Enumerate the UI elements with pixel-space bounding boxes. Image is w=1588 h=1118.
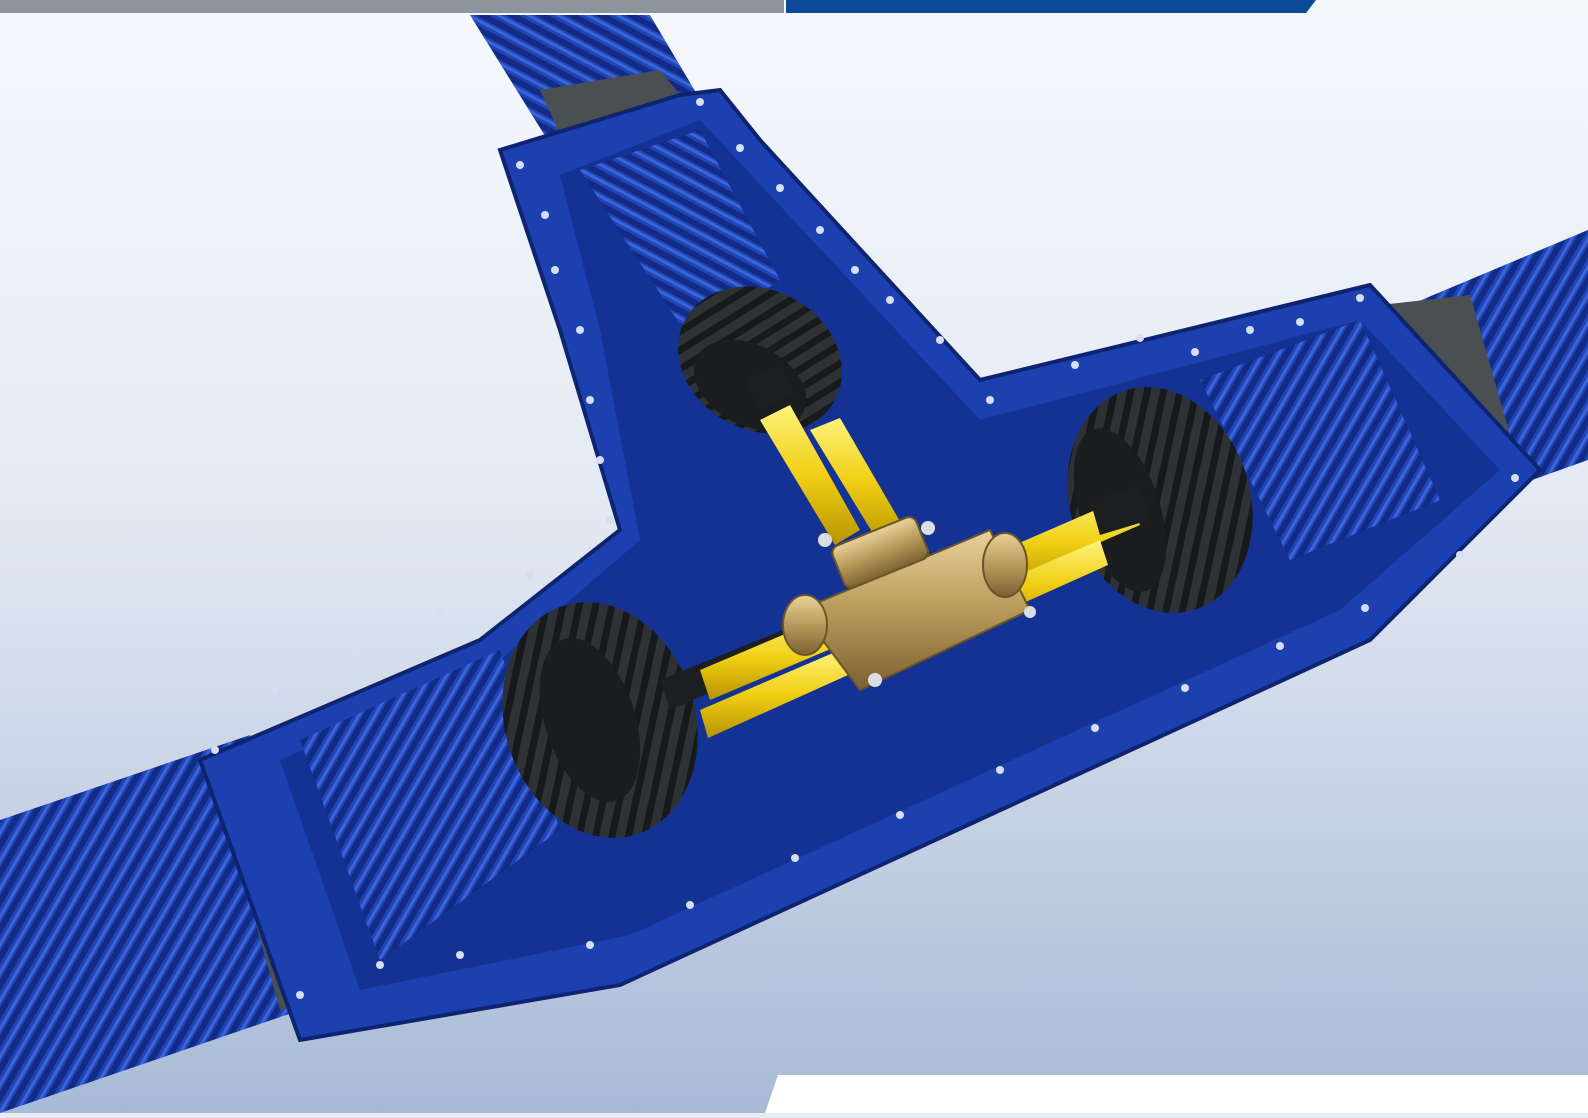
left-inner-pipe — [300, 650, 560, 960]
top-bar-blue — [786, 0, 1316, 13]
brass-valve — [782, 516, 1036, 692]
top-bar-gray — [0, 0, 784, 13]
branch-inner-pipe — [580, 130, 780, 340]
right-inner-pipe — [1200, 320, 1440, 560]
bottom-white-panel — [765, 1075, 1588, 1113]
